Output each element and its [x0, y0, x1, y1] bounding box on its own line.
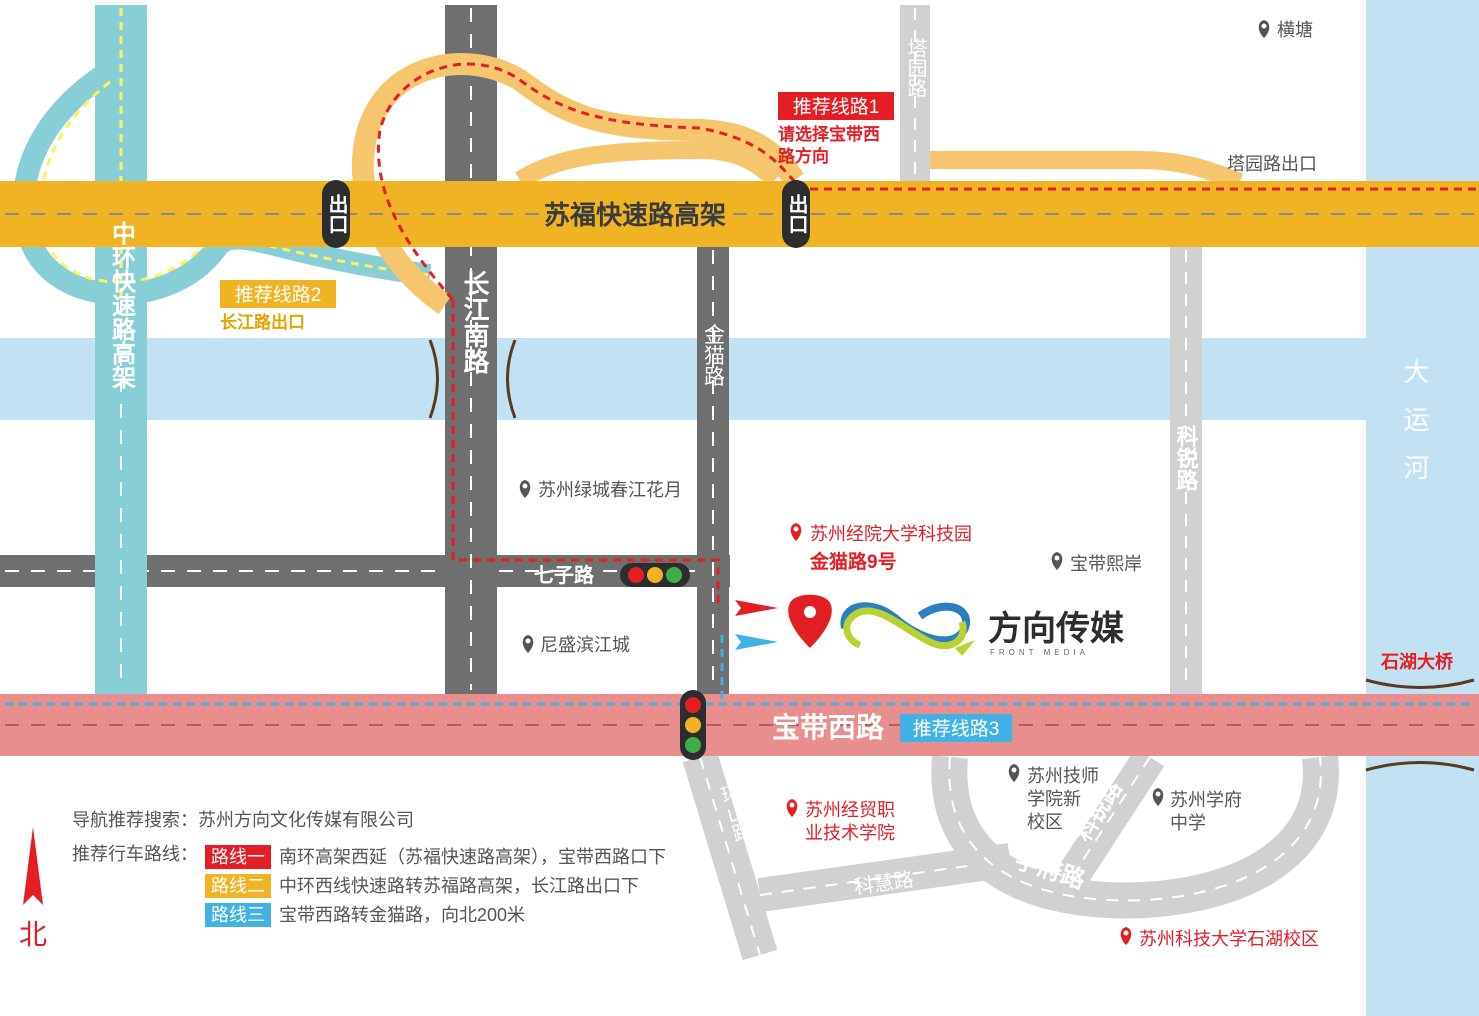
place-baodaixian: 宝带熙岸: [1051, 552, 1142, 574]
svg-text:请选择宝带西: 请选择宝带西: [778, 124, 880, 144]
place-sust: 苏州科技大学石湖校区: [1120, 927, 1319, 949]
svg-text:苏州技师: 苏州技师: [1027, 766, 1099, 786]
route-3-arrow: [735, 634, 778, 650]
sufu-expressway: [0, 181, 1479, 247]
svg-text:出口: 出口: [325, 194, 347, 234]
zhonghuan-road-label: 中环快速路高架: [108, 221, 136, 389]
river-horizontal: [0, 338, 1479, 420]
svg-text:推荐线路1: 推荐线路1: [793, 96, 880, 118]
legend: 导航推荐搜索：苏州方向文化传媒有限公司 推荐行车路线： 路线一 南环高架西延（苏…: [72, 810, 666, 927]
svg-text:苏州科技大学石湖校区: 苏州科技大学石湖校区: [1139, 929, 1319, 949]
svg-text:校区: 校区: [1027, 812, 1063, 832]
grand-canal-label: 大运河: [1400, 358, 1430, 502]
place-lvcheng: 苏州绿城春江花月: [519, 480, 682, 500]
svg-text:苏州经贸职: 苏州经贸职: [805, 800, 895, 820]
tayuan-road-label: 塔园路: [904, 38, 927, 98]
place-jingmao: 苏州经贸职 业技术学院: [786, 799, 895, 843]
exit-1-badge: 出口: [322, 180, 350, 248]
svg-text:苏州经院大学科技园: 苏州经院大学科技园: [810, 524, 972, 544]
place-target: 苏州经院大学科技园 金猫路9号: [790, 523, 972, 573]
traffic-light-baodai: [680, 690, 706, 760]
legend-route-1-desc: 南环高架西延（苏福快速路高架），宝带西路口下: [279, 847, 666, 867]
legend-label: 推荐行车路线：: [72, 844, 198, 864]
legend-route-2-desc: 中环西线快速路转苏福路高架，长江路出口下: [279, 876, 639, 896]
legend-route-2-tag: 路线二: [211, 876, 265, 896]
svg-text:路方向: 路方向: [778, 146, 829, 166]
jinmao-road: [697, 245, 729, 695]
svg-text:苏州学府: 苏州学府: [1170, 790, 1242, 810]
destination-pin-icon: [788, 594, 832, 648]
route-2-callout: 推荐线路2 长江路出口: [220, 280, 336, 332]
jinmao-road-label: 金猫路: [702, 324, 726, 387]
tayuan-road: [900, 5, 930, 181]
svg-text:推荐线路3: 推荐线路3: [913, 718, 1000, 740]
kerui-road-label: 科锐路: [1174, 425, 1199, 491]
tayuan-exit-label: 塔园路出口: [1227, 154, 1317, 174]
place-xuefu-school: 苏州学府 中学: [1152, 788, 1242, 833]
svg-text:横塘: 横塘: [1277, 20, 1313, 40]
front-media-logo: 方向传媒 FRONT MEDIA: [840, 602, 1125, 657]
north-arrow-icon: 北: [19, 827, 47, 950]
legend-route-3-desc: 宝带西路转金猫路，向北200米: [279, 905, 525, 925]
route-1-callout: 推荐线路1 请选择宝带西 路方向: [778, 92, 894, 166]
changjiang-bridge: [428, 339, 517, 419]
exit-2-badge: 出口: [782, 180, 810, 248]
svg-text:方向传媒: 方向传媒: [988, 610, 1125, 648]
svg-text:中学: 中学: [1170, 813, 1206, 833]
sufu-road-label: 苏福快速路高架: [544, 200, 726, 230]
route-1-path: [377, 62, 1479, 610]
route-3-callout: 推荐线路3: [900, 714, 1012, 742]
svg-text:FRONT MEDIA: FRONT MEDIA: [990, 648, 1089, 657]
svg-text:学院新: 学院新: [1027, 789, 1081, 809]
south-roads: [682, 747, 1339, 961]
kerui-road: [1170, 245, 1202, 695]
qizi-road-label: 七子路: [534, 563, 595, 587]
place-nisheng: 尼盛滨江城: [522, 635, 630, 655]
svg-text:尼盛滨江城: 尼盛滨江城: [540, 635, 630, 655]
svg-text:出口: 出口: [785, 194, 807, 234]
svg-text:苏州绿城春江花月: 苏州绿城春江花月: [538, 480, 682, 500]
legend-route-3-tag: 路线三: [211, 905, 265, 925]
svg-text:北: 北: [19, 919, 47, 950]
svg-text:金猫路9号: 金猫路9号: [809, 550, 897, 573]
baodai-road-label: 宝带西路: [772, 711, 885, 743]
legend-search: 导航推荐搜索：苏州方向文化传媒有限公司: [72, 810, 414, 830]
svg-text:推荐线路2: 推荐线路2: [235, 284, 322, 306]
traffic-light-qizi: [620, 563, 690, 587]
svg-text:长江路出口: 长江路出口: [220, 312, 305, 332]
river-grand-canal: [1366, 0, 1479, 1016]
shihu-bridge-label: 石湖大桥: [1380, 651, 1454, 672]
svg-text:宝带熙岸: 宝带熙岸: [1070, 554, 1142, 574]
changjiang-road-label: 长江南路: [460, 270, 490, 374]
place-jishi: 苏州技师 学院新 校区: [1008, 764, 1099, 832]
route-1-arrow: [735, 600, 778, 616]
baodai-west-road: [0, 694, 1479, 756]
place-hengtang: 横塘: [1258, 20, 1313, 40]
shihu-bridge: [1365, 678, 1475, 772]
svg-text:业技术学院: 业技术学院: [805, 823, 895, 843]
legend-route-1-tag: 路线一: [211, 847, 265, 867]
